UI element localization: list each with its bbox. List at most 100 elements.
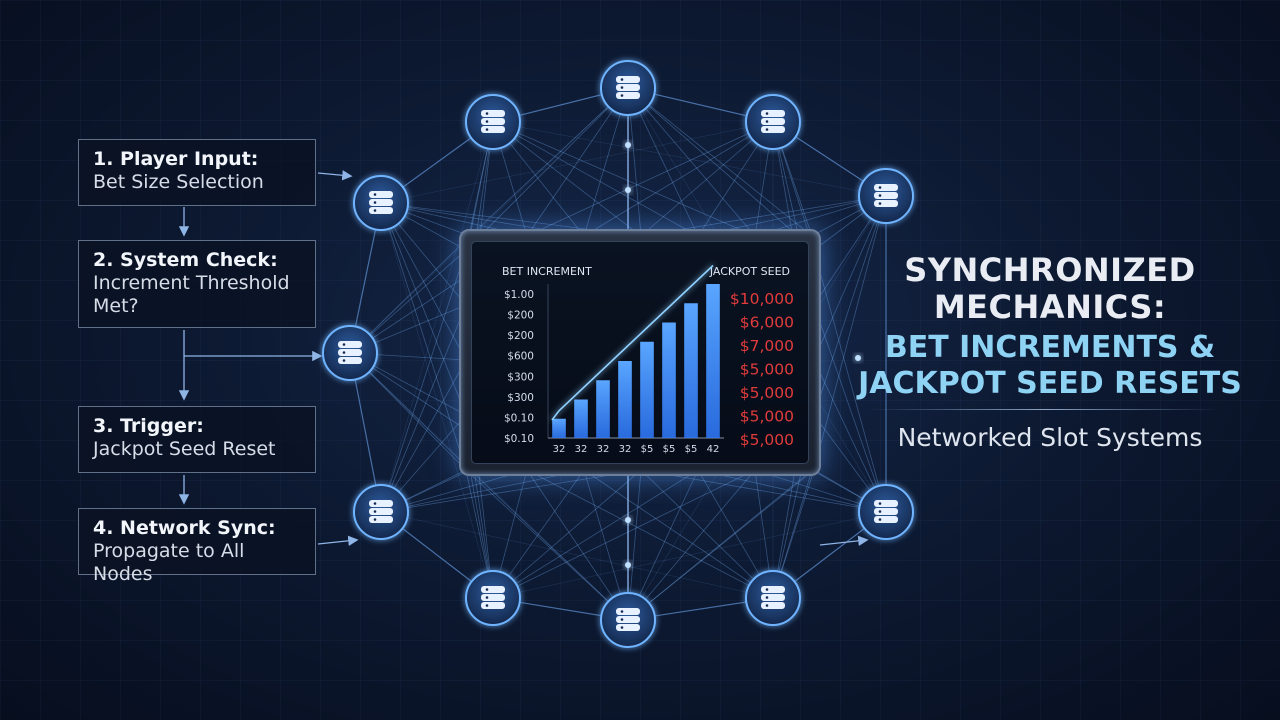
bar [574, 399, 588, 438]
bar [596, 380, 610, 438]
disk-light [485, 112, 489, 115]
fan-link [469, 87, 629, 237]
database-server-icon [369, 500, 393, 523]
disk-light [485, 588, 489, 591]
disk-layer [369, 191, 393, 198]
database-server-icon [874, 184, 898, 207]
step-desc: Propagate to All Nodes [93, 540, 245, 585]
disk-layer [761, 110, 785, 117]
disk-layer [616, 92, 640, 99]
seed-value: $5,000 [740, 361, 794, 379]
disk-layer [481, 594, 505, 601]
disk-layer [481, 602, 505, 609]
disk-layer [616, 84, 640, 91]
fan-link [469, 469, 629, 621]
database-server-icon [874, 500, 898, 523]
disk-layer [761, 118, 785, 125]
server-node [465, 570, 521, 626]
disk-layer [616, 608, 640, 615]
server-node [858, 484, 914, 540]
disk-light [765, 596, 769, 599]
database-server-icon [481, 586, 505, 609]
headline-divider [870, 409, 1220, 410]
y-tick-label: $300 [507, 392, 534, 404]
x-tick-label: 32 [619, 444, 632, 455]
disk-layer [369, 199, 393, 206]
fan-link [526, 87, 629, 237]
disk-light [765, 128, 769, 131]
step-player-input: 1. Player Input: Bet Size Selection [78, 139, 316, 206]
chord-link [380, 511, 774, 599]
disk-light [878, 510, 882, 513]
disk-layer [874, 508, 898, 515]
disk-light [620, 610, 624, 613]
fan-link [583, 121, 774, 237]
disk-layer [481, 126, 505, 133]
fan-link [813, 195, 887, 416]
y-tick-label: $1.00 [504, 289, 534, 301]
step-desc: Bet Size Selection [93, 171, 264, 193]
fan-link [627, 469, 813, 621]
seed-value: $10,000 [730, 290, 794, 308]
disk-light [373, 510, 377, 513]
disk-light [373, 518, 377, 521]
fan-link [627, 469, 756, 621]
fan-link [627, 87, 815, 251]
fan-link [526, 469, 774, 599]
fan-link [492, 121, 699, 237]
disk-layer [874, 192, 898, 199]
step-desc: Increment Threshold Met? [93, 272, 290, 317]
fan-link [380, 249, 467, 513]
disk-layer [338, 349, 362, 356]
fan-link [813, 304, 887, 513]
fan-link [640, 121, 774, 237]
y-tick-label: $200 [507, 310, 534, 322]
fan-link [813, 195, 887, 361]
x-tick-label: $5 [663, 444, 676, 455]
fan-link [465, 87, 629, 251]
fan-link [465, 469, 629, 621]
disk-light [342, 343, 346, 346]
trend-line [551, 264, 714, 421]
flow-arrow [317, 170, 353, 181]
disk-light [620, 86, 624, 89]
disk-light [485, 596, 489, 599]
disk-layer [874, 516, 898, 523]
subtitle: Networked Slot Systems [897, 423, 1203, 452]
signal-dot [625, 142, 631, 148]
database-server-icon [481, 110, 505, 133]
fan-link [526, 121, 774, 237]
fan-link [627, 87, 813, 237]
headline-line-1: SYNCHRONIZED [904, 251, 1196, 289]
disk-light [373, 201, 377, 204]
y-tick-label: $300 [507, 371, 534, 383]
fan-link [492, 469, 699, 599]
disk-layer [481, 586, 505, 593]
seed-value: $5,000 [740, 384, 794, 402]
disk-light [373, 193, 377, 196]
database-server-icon [761, 586, 785, 609]
bar [684, 303, 698, 438]
step-title: 4. Network Sync: [93, 517, 276, 539]
disk-light [620, 618, 624, 621]
fan-link [380, 304, 467, 513]
disk-layer [761, 586, 785, 593]
disk-light [620, 94, 624, 97]
disk-light [620, 626, 624, 629]
server-node [465, 94, 521, 150]
step-title: 3. Trigger: [93, 415, 204, 437]
disk-light [878, 202, 882, 205]
fan-link [640, 469, 774, 599]
network-links [349, 87, 887, 621]
disk-layer [369, 500, 393, 507]
disk-layer [874, 500, 898, 507]
server-node [858, 168, 914, 224]
network-nodes [322, 60, 914, 648]
step-network-sync: 4. Network Sync: Propagate to All Nodes [78, 508, 316, 585]
server-node [353, 484, 409, 540]
signal-dot [625, 187, 631, 193]
fan-link [380, 469, 642, 513]
